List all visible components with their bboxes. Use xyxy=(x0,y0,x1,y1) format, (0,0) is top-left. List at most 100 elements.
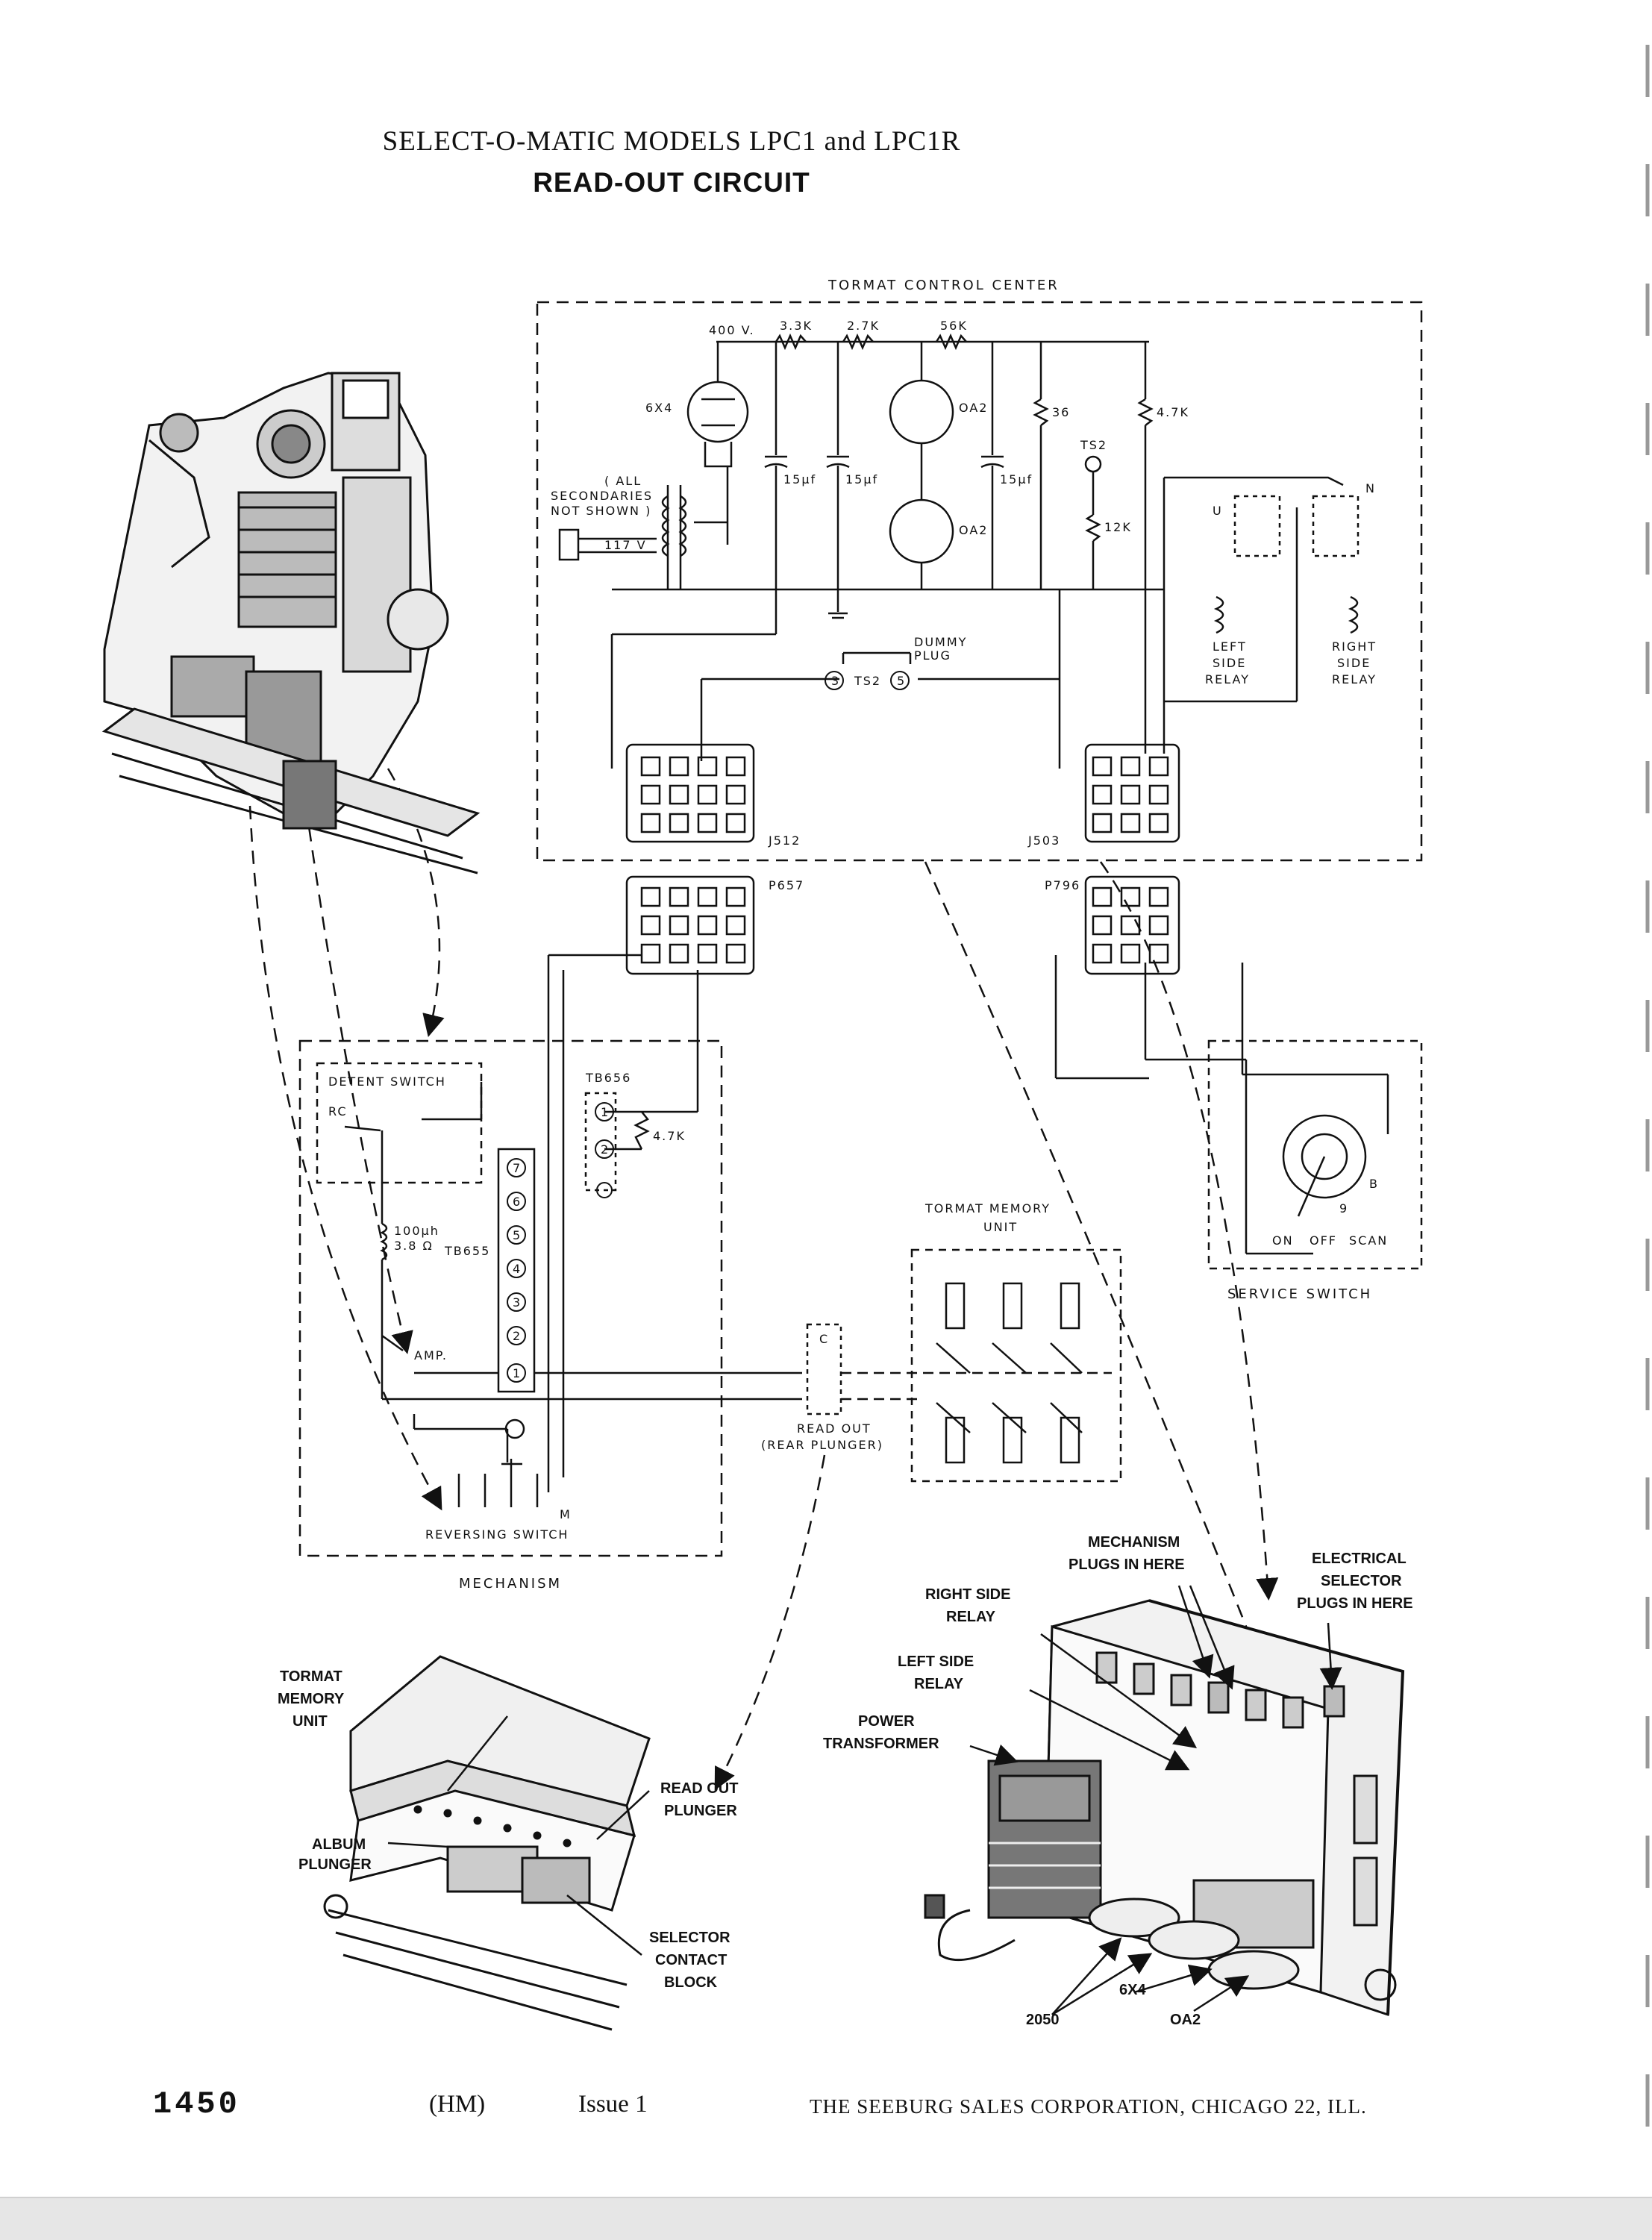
control-center-label: TORMAT CONTROL CENTER xyxy=(827,278,1060,293)
mechanism-label: MECHANISM xyxy=(459,1576,562,1592)
memory-unit-illustration xyxy=(323,1655,651,2031)
right-relay-label-2: SIDE xyxy=(1337,656,1371,670)
amp-label: AMP. xyxy=(414,1348,448,1363)
v117-label: 117 V xyxy=(604,538,647,552)
callout-read-out-plunger-1: READ OUT xyxy=(660,1780,738,1797)
tb655-terminal-4: 4 xyxy=(513,1262,522,1276)
cap-3-label: 15μf xyxy=(1000,472,1033,487)
callout-selector-block-3: BLOCK xyxy=(664,1974,718,1991)
tube-oa2-top-label: OA2 xyxy=(959,401,988,415)
r56k-label: 56K xyxy=(940,319,968,333)
reference-curves xyxy=(248,768,1279,1791)
v400-label: 400 V. xyxy=(709,323,755,337)
tb655-terminal-6: 6 xyxy=(513,1195,522,1209)
tb655-terminal-2: 2 xyxy=(513,1329,522,1343)
cap-1-label: 15μf xyxy=(783,472,816,487)
callout-selector-block-2: CONTACT xyxy=(655,1952,727,1968)
left-relay-label-2: SIDE xyxy=(1213,656,1246,670)
callout-right-relay-2: RELAY xyxy=(946,1609,996,1625)
memory-unit-label-1: TORMAT MEMORY xyxy=(924,1201,1051,1216)
service-switch-label: SERVICE SWITCH xyxy=(1227,1286,1372,1302)
tube-oa2-bottom-label: OA2 xyxy=(959,523,988,537)
callout-elec-selector-2: SELECTOR xyxy=(1321,1573,1402,1589)
tb656-term-1: 1 xyxy=(601,1105,610,1119)
issue-label: Issue 1 xyxy=(578,2091,648,2118)
callout-2050: 2050 xyxy=(1026,2012,1060,2028)
right-relay-label-3: RELAY xyxy=(1332,672,1377,686)
service-on-label: ON xyxy=(1272,1233,1294,1248)
callout-left-relay-1: LEFT SIDE xyxy=(898,1654,974,1670)
callout-selector-block-1: SELECTOR xyxy=(649,1930,730,1946)
p796-label: P796 xyxy=(1045,878,1080,892)
callout-mech-plugs-2: PLUGS IN HERE xyxy=(1069,1557,1185,1573)
service-scan-label: SCAN xyxy=(1349,1233,1388,1248)
tb655-terminals: 7 6 5 4 3 2 1 xyxy=(507,1158,526,1383)
tormat-control-center xyxy=(536,301,1423,862)
read-out-contact xyxy=(806,1323,842,1415)
connector-j512 xyxy=(625,743,755,843)
page-number: 1450 xyxy=(153,2086,240,2122)
tormat-memory-unit xyxy=(841,1248,1122,1483)
detent-switch-label: DETENT SWITCH xyxy=(328,1074,446,1089)
ts2-pin-b: 5 xyxy=(897,674,906,688)
reversing-switch-label: REVERSING SWITCH xyxy=(425,1527,569,1542)
tb655-terminal-5: 5 xyxy=(513,1228,522,1242)
callout-right-relay-1: RIGHT SIDE xyxy=(925,1586,1010,1603)
service-switch xyxy=(1054,955,1423,1270)
m-label: M xyxy=(560,1507,572,1521)
j503-label: J503 xyxy=(1027,833,1060,848)
memory-unit-callouts xyxy=(387,1715,650,1956)
callout-elec-selector-1: ELECTRICAL xyxy=(1312,1551,1407,1567)
ts2-top-label: TS2 xyxy=(1080,438,1107,452)
control-center-illustration xyxy=(924,1599,1405,2017)
r33k-label: 3.3K xyxy=(780,319,813,333)
document-code: (HM) xyxy=(429,2091,486,2118)
mechanism-illustration xyxy=(101,372,481,875)
callout-power-tx-2: TRANSFORMER xyxy=(823,1736,939,1752)
company-name: THE SEEBURG SALES CORPORATION, CHICAGO 2… xyxy=(810,2095,1367,2118)
j512-label: J512 xyxy=(768,833,801,848)
page-title: SELECT-O-MATIC MODELS LPC1 and LPC1R xyxy=(382,126,961,157)
r12k-label: 12K xyxy=(1104,520,1132,534)
service-9-label: 9 xyxy=(1339,1201,1348,1216)
memory-unit-label-2: UNIT xyxy=(983,1220,1018,1234)
r27k-label: 2.7K xyxy=(847,319,880,333)
callout-read-out-plunger-2: PLUNGER xyxy=(664,1803,737,1819)
callout-tormat-memory-1: TORMAT xyxy=(280,1668,342,1685)
callout-left-relay-2: RELAY xyxy=(914,1676,964,1692)
r47k-label: 4.7K xyxy=(1157,405,1189,419)
secondaries-note-2: SECONDARIES xyxy=(551,489,653,503)
mechanism-box xyxy=(298,954,802,1557)
connector-j503 xyxy=(1084,743,1180,843)
tb655-terminal-3: 3 xyxy=(513,1295,522,1310)
dummy-plug-label-1: DUMMY xyxy=(914,635,967,649)
r47k-b-label: 4.7K xyxy=(653,1129,686,1143)
callout-album-plunger-2: PLUNGER xyxy=(298,1856,372,1873)
secondaries-note-1: ( ALL xyxy=(604,474,642,488)
control-center-callouts xyxy=(969,1585,1342,2016)
tb656-term-2: 2 xyxy=(601,1142,610,1157)
callout-tormat-memory-3: UNIT xyxy=(292,1713,328,1730)
connector-p796 xyxy=(1084,875,1180,975)
callout-tormat-memory-2: MEMORY xyxy=(278,1691,345,1707)
control-center-wiring xyxy=(558,333,1360,769)
secondaries-note-3: NOT SHOWN ) xyxy=(551,504,651,518)
callout-elec-selector-3: PLUGS IN HERE xyxy=(1297,1595,1413,1612)
left-relay-label-3: RELAY xyxy=(1205,672,1250,686)
inductor-label-1: 100μh xyxy=(394,1224,439,1238)
tb655-label: TB655 xyxy=(444,1244,490,1258)
service-b-label: B xyxy=(1369,1177,1379,1191)
right-relay-label-1: RIGHT xyxy=(1332,639,1377,654)
ts2-pins-label: TS2 xyxy=(854,674,881,688)
cap-2-label: 15μf xyxy=(845,472,878,487)
read-out-label-1: READ OUT xyxy=(797,1421,872,1436)
dummy-plug-label-2: PLUG xyxy=(914,648,951,663)
left-relay-label-1: LEFT xyxy=(1213,639,1247,654)
callout-oa2: OA2 xyxy=(1170,2012,1201,2028)
p657-label: P657 xyxy=(769,878,804,892)
tb655-terminal-1: 1 xyxy=(513,1366,522,1380)
c-label: C xyxy=(819,1332,829,1346)
ts2-pin-a: 3 xyxy=(831,674,840,688)
